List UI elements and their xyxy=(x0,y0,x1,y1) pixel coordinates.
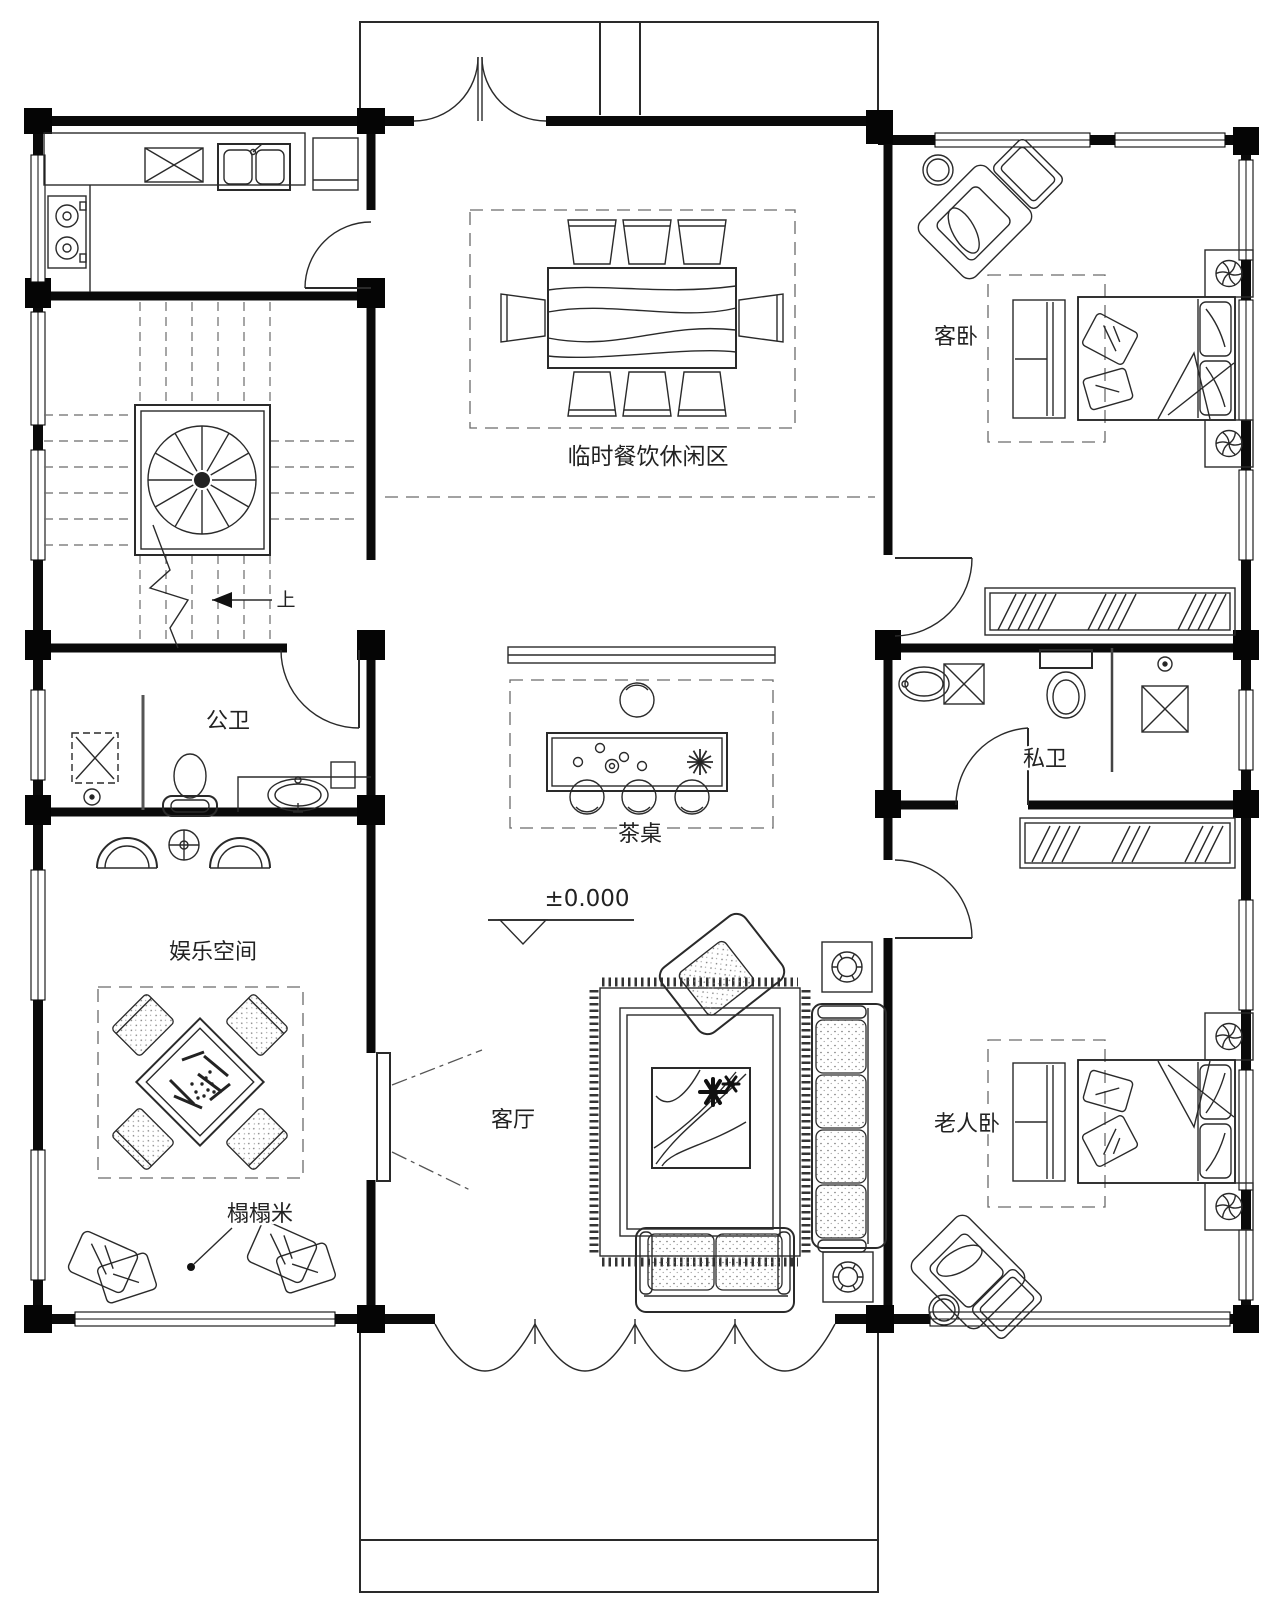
bottom-folding-doors xyxy=(434,1319,836,1372)
lounge-chair-left xyxy=(96,837,158,869)
mahjong-table xyxy=(134,1016,266,1148)
level-mark: ±0.000 xyxy=(488,884,634,946)
dining-area: 临时餐饮休闲区 xyxy=(500,219,784,473)
mahjong-chair xyxy=(224,1106,290,1172)
wall-columns xyxy=(24,108,1259,1333)
small-round-table xyxy=(168,829,200,861)
dining-chair xyxy=(622,219,672,265)
staircase: 上 xyxy=(44,302,358,649)
main-entry-double-door xyxy=(413,56,547,122)
guest-bedroom-label: 客卧 xyxy=(934,325,978,350)
guest-dresser xyxy=(1012,299,1066,419)
gas-stove xyxy=(47,195,87,269)
table-plant xyxy=(698,1075,741,1107)
elder-wardrobe xyxy=(1019,817,1236,869)
public-bath-label: 公卫 xyxy=(206,709,250,734)
stair-break-line xyxy=(148,524,190,649)
shower-area xyxy=(71,732,119,806)
stair-plant xyxy=(147,425,257,535)
tea-stools xyxy=(569,682,710,815)
private-bath-label: 私卫 xyxy=(1023,747,1067,772)
guest-wardrobe xyxy=(984,587,1236,636)
dining-chair xyxy=(677,219,727,265)
dining-chair xyxy=(677,371,727,417)
living-room: 客厅 xyxy=(488,912,887,1313)
private-toilet xyxy=(1039,649,1093,719)
private-shower xyxy=(1141,656,1189,733)
dining-table xyxy=(547,267,737,369)
private-bath-door xyxy=(955,727,1029,806)
elder-bedroom: 老人卧 xyxy=(906,817,1253,1342)
elder-side-table xyxy=(928,1294,960,1326)
elder-ottoman xyxy=(969,1266,1045,1342)
living-room-label: 客厅 xyxy=(491,1108,535,1133)
tea-table-label: 茶桌 xyxy=(618,822,662,847)
dining-chair xyxy=(622,371,672,417)
accent-armchair xyxy=(658,912,786,1036)
public-bath-door xyxy=(280,649,360,729)
side-table-plant-top xyxy=(821,941,873,993)
floor-cushions-left xyxy=(65,1228,159,1305)
private-bathroom: 私卫 xyxy=(898,648,1189,775)
dining-chair xyxy=(567,371,617,417)
mahjong-chair xyxy=(224,992,290,1058)
level-label: ±0.000 xyxy=(544,886,629,912)
tea-table xyxy=(546,732,728,792)
elder-bed xyxy=(1077,1059,1236,1184)
elder-dresser xyxy=(1012,1062,1066,1182)
side-table-plant-bottom xyxy=(822,1251,874,1303)
windows xyxy=(30,132,1254,1327)
dining-label: 临时餐饮休闲区 xyxy=(568,444,729,470)
elder-bedroom-label: 老人卧 xyxy=(934,1112,1000,1137)
guest-side-table xyxy=(922,154,954,186)
tea-area: 茶桌 xyxy=(507,646,776,850)
tea-console xyxy=(507,646,776,664)
public-bathroom: 公卫 xyxy=(71,695,371,817)
toilet xyxy=(162,753,218,817)
entertainment-label: 娱乐空间 xyxy=(169,940,257,965)
guest-bedroom-door xyxy=(894,557,973,637)
bottom-porch xyxy=(359,1319,879,1593)
guest-bed xyxy=(1077,296,1236,421)
stair-direction-arrow xyxy=(212,592,272,608)
tatami-callout: 榻榻米 xyxy=(187,1200,296,1271)
tea-plant xyxy=(687,749,713,775)
kitchen-sink xyxy=(217,143,291,191)
sofa-right xyxy=(811,1003,887,1253)
dining-chair xyxy=(738,293,784,343)
sofa-bottom xyxy=(635,1227,795,1313)
kitchen-counter xyxy=(43,132,306,186)
guest-bedroom: 客卧 xyxy=(913,136,1253,636)
kitchen-door xyxy=(304,221,372,289)
mahjong-chair xyxy=(110,992,176,1058)
private-floor-drain-area xyxy=(943,663,985,705)
stairs-up-label: 上 xyxy=(276,589,295,611)
cooktop-hood xyxy=(144,147,204,183)
guest-ottoman xyxy=(990,136,1066,212)
floor-cushions-right xyxy=(244,1218,338,1295)
top-porch xyxy=(359,21,879,121)
lounge-chair-right xyxy=(209,837,271,869)
mahjong-chair xyxy=(110,1106,176,1172)
dining-chair xyxy=(567,219,617,265)
kitchen xyxy=(43,132,359,292)
private-sink xyxy=(898,666,950,702)
fridge xyxy=(312,137,359,191)
tatami-label: 榻榻米 xyxy=(227,1202,293,1227)
rug xyxy=(589,977,811,1267)
dining-chair xyxy=(500,293,546,343)
living-pivot-door xyxy=(376,1049,483,1191)
coffee-table xyxy=(651,1067,751,1169)
entertainment-room: 娱乐空间 榻榻米 xyxy=(65,829,338,1305)
vanity-sink xyxy=(237,761,371,813)
elder-bedroom-door xyxy=(894,859,973,939)
